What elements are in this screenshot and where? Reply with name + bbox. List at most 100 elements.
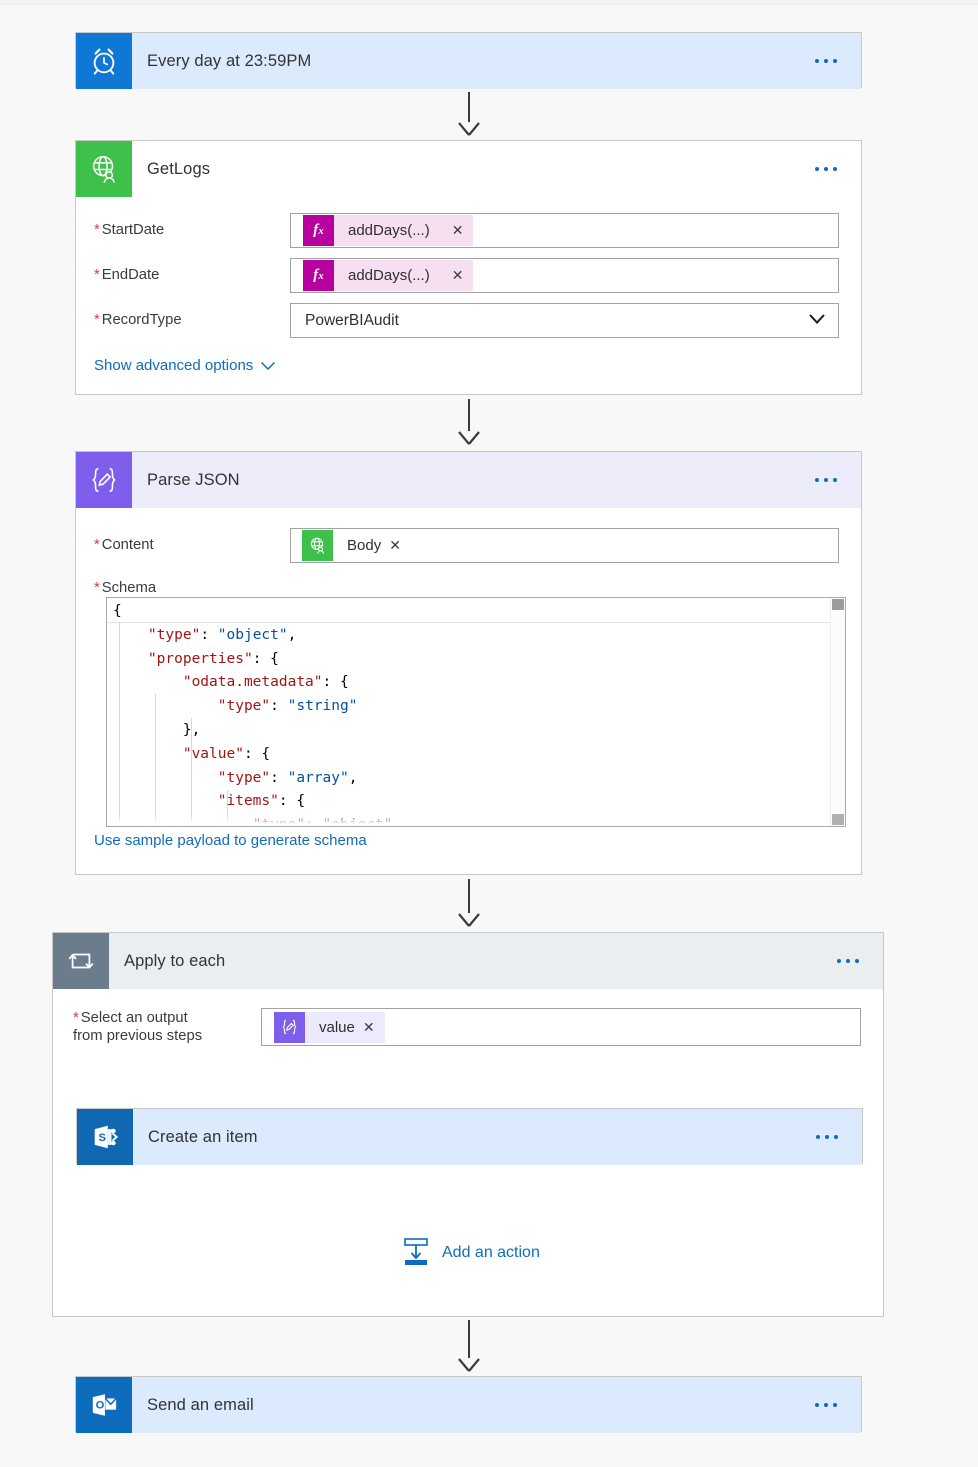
svg-text:S: S — [98, 1132, 106, 1144]
createitem-title: Create an item — [148, 1127, 258, 1146]
token-text: addDays(...) — [334, 260, 442, 291]
indent-guide — [191, 718, 192, 826]
code-line: }, — [113, 721, 201, 738]
svg-text:O: O — [96, 1400, 105, 1412]
globe-user-icon — [76, 141, 132, 197]
use-sample-payload-link[interactable]: Use sample payload to generate schema — [94, 832, 367, 849]
add-an-action-label: Add an action — [442, 1244, 540, 1261]
label-enddate: *EndDate — [94, 267, 160, 284]
applytoeach-more-menu[interactable] — [831, 953, 865, 969]
token-remove-icon[interactable]: ✕ — [389, 536, 401, 553]
code-line: "value": { — [182, 745, 271, 762]
editor-bottom-fade — [107, 814, 845, 826]
label-startdate: *StartDate — [94, 222, 165, 239]
parsejson-body: *Content Body ✕ — [76, 508, 861, 597]
show-advanced-options-link[interactable]: Show advanced options — [94, 357, 276, 374]
label-content: *Content — [94, 536, 154, 553]
parsejson-header[interactable]: Parse JSON — [76, 452, 861, 508]
token-text: Body — [347, 536, 382, 554]
json-braces-pencil-icon — [76, 452, 132, 508]
code-line: "odata.metadata": { — [182, 674, 349, 691]
code-line: "properties": { — [147, 650, 279, 667]
add-an-action-button[interactable]: Add an action — [402, 1238, 540, 1268]
flow-step-applytoeach[interactable]: Apply to each *Select an output from pre… — [52, 932, 884, 1317]
code-line: "type": "array", — [217, 769, 358, 786]
indent-guide — [227, 790, 228, 826]
token-text: value — [305, 1011, 367, 1043]
loop-icon — [53, 933, 109, 989]
indent-guide — [119, 622, 120, 826]
editor-active-line — [107, 598, 845, 623]
add-action-icon — [404, 1238, 428, 1265]
sendemail-header[interactable]: O Send an email — [76, 1377, 861, 1433]
token-remove-icon[interactable]: ✕ — [451, 267, 464, 283]
schema-code-editor[interactable]: { "type": "object", "properties": { "oda… — [106, 597, 846, 827]
connector-applytoeach-to-sendemail — [456, 1320, 482, 1372]
connector-getlogs-to-parsejson — [456, 399, 482, 445]
alarm-clock-icon — [76, 33, 132, 89]
scrollbar-thumb-down[interactable] — [832, 814, 844, 825]
chevron-down-icon — [261, 361, 276, 370]
label-schema: *Schema — [94, 580, 157, 596]
chevron-down-icon[interactable] — [808, 313, 825, 329]
flow-step-sendemail[interactable]: O Send an email — [75, 1376, 862, 1433]
token-value[interactable]: value ✕ — [274, 1011, 385, 1043]
sharepoint-icon: S — [77, 1109, 133, 1165]
createitem-header[interactable]: S Create an item — [77, 1109, 862, 1165]
token-remove-icon[interactable]: ✕ — [451, 222, 464, 238]
content-input[interactable]: Body ✕ — [290, 527, 839, 563]
token-body[interactable]: Body ✕ — [302, 529, 401, 561]
trigger-header[interactable]: Every day at 23:59PM — [76, 33, 861, 89]
select-output-input[interactable]: value ✕ — [261, 1008, 861, 1046]
globe-user-icon — [302, 529, 333, 561]
field-row-content: *Content Body ✕ — [76, 519, 861, 571]
flow-step-trigger[interactable]: Every day at 23:59PM — [75, 32, 862, 89]
trigger-more-menu[interactable] — [809, 53, 843, 69]
page-top-border — [0, 0, 978, 5]
recordtype-select[interactable]: PowerBIAudit — [290, 303, 839, 338]
indent-guide — [155, 694, 156, 826]
code-line: "type": "string" — [217, 698, 358, 715]
token-remove-icon[interactable]: ✕ — [362, 1018, 375, 1035]
token-text: addDays(...) — [334, 215, 442, 246]
recordtype-value: PowerBIAudit — [305, 311, 399, 329]
schema-code-text[interactable]: { "type": "object", "properties": { "oda… — [107, 598, 845, 826]
applytoeach-header[interactable]: Apply to each — [53, 933, 883, 989]
createitem-more-menu[interactable] — [810, 1129, 844, 1145]
scrollbar-thumb-up[interactable] — [832, 599, 844, 610]
sendemail-more-menu[interactable] — [809, 1397, 843, 1413]
label-select-output: *Select an output from previous steps — [73, 1009, 203, 1044]
code-line: "type": "object", — [147, 626, 297, 643]
outlook-icon: O — [76, 1377, 132, 1433]
editor-scrollbar[interactable] — [830, 598, 845, 826]
label-recordtype: *RecordType — [94, 312, 182, 329]
field-row-select-output: *Select an output from previous steps va… — [53, 989, 883, 1065]
getlogs-header[interactable]: GetLogs — [76, 141, 861, 197]
connector-parsejson-to-applytoeach — [456, 879, 482, 927]
trigger-title: Every day at 23:59PM — [147, 51, 312, 70]
code-line: "items": { — [217, 793, 306, 810]
json-braces-pencil-icon — [274, 1011, 305, 1043]
getlogs-title: GetLogs — [147, 159, 211, 178]
sendemail-title: Send an email — [147, 1395, 254, 1414]
parsejson-title: Parse JSON — [147, 470, 240, 489]
applytoeach-body: *Select an output from previous steps va… — [53, 989, 883, 1065]
flow-step-parsejson[interactable]: Parse JSON *Content Body — [75, 451, 862, 875]
flow-step-createitem[interactable]: S Create an item — [76, 1108, 863, 1165]
parsejson-more-menu[interactable] — [809, 472, 843, 488]
code-line: { — [113, 603, 122, 619]
connector-trigger-to-getlogs — [456, 92, 482, 136]
field-row-recordtype: *RecordType PowerBIAudit — [76, 298, 861, 343]
getlogs-more-menu[interactable] — [809, 161, 843, 177]
applytoeach-title: Apply to each — [124, 951, 226, 970]
